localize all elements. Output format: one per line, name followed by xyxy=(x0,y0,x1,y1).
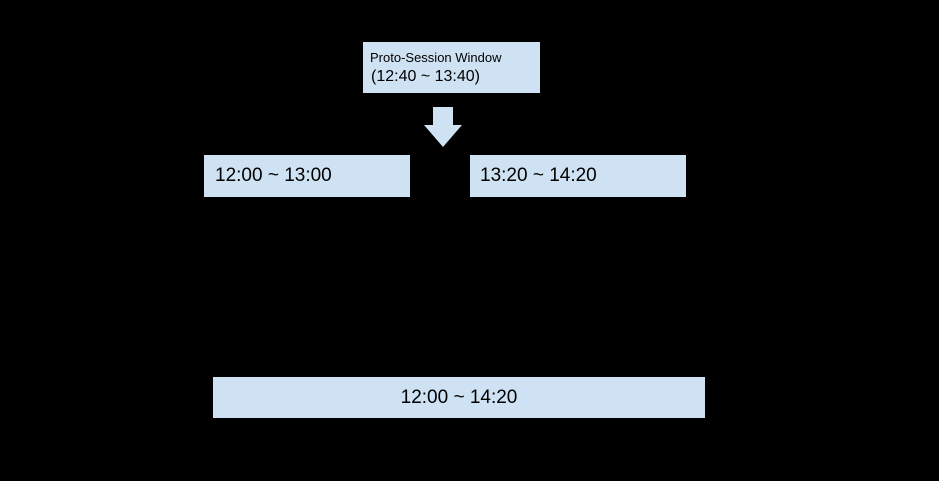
session-right-label: 13:20 ~ 14:20 xyxy=(480,165,597,186)
session-box-right: 13:20 ~ 14:20 xyxy=(470,155,686,197)
down-arrow-icon xyxy=(424,107,462,147)
merged-session-label: 12:00 ~ 14:20 xyxy=(400,386,518,408)
proto-session-range: (12:40 ~ 13:40) xyxy=(371,67,480,85)
proto-session-title: Proto-Session Window xyxy=(370,49,502,65)
session-left-label: 12:00 ~ 13:00 xyxy=(215,165,332,186)
session-box-left: 12:00 ~ 13:00 xyxy=(204,155,410,197)
proto-session-window-box: Proto-Session Window (12:40 ~ 13:40) xyxy=(363,42,540,93)
merged-session-box: 12:00 ~ 14:20 xyxy=(213,377,705,418)
